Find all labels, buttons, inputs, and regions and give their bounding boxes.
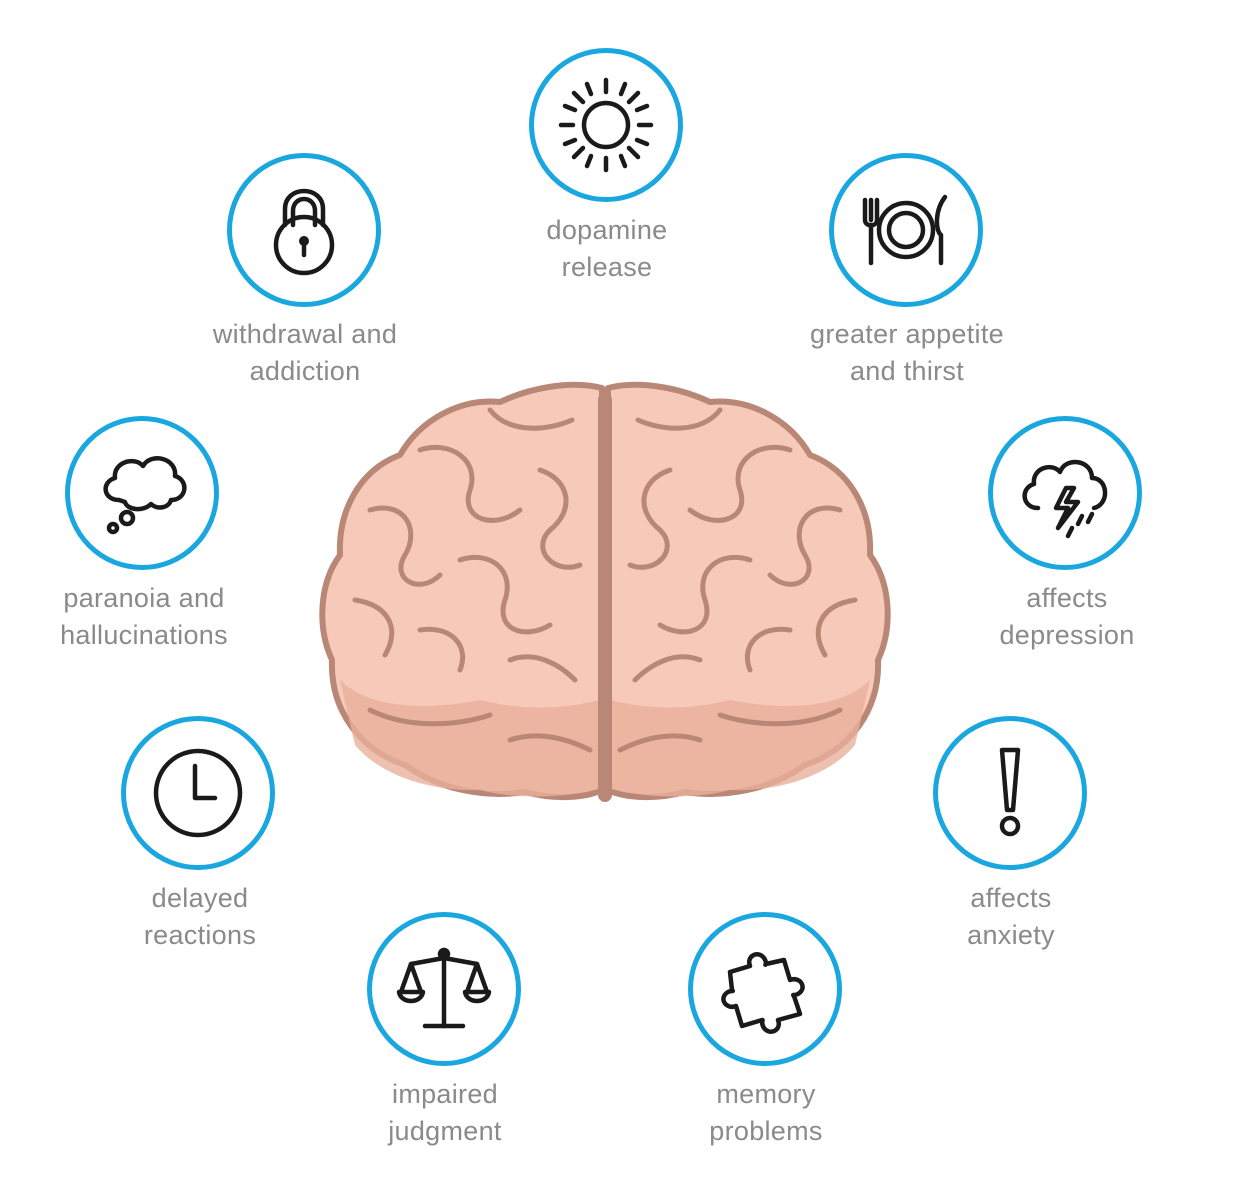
label-line: delayed <box>151 883 249 913</box>
sun-icon <box>558 77 654 173</box>
label-line: and thirst <box>849 356 965 386</box>
label-line: release <box>561 252 653 282</box>
label-line: addiction <box>249 356 361 386</box>
label-line: affects <box>1026 583 1108 613</box>
label-paranoia: paranoia and hallucinations <box>14 580 274 654</box>
label-line: reactions <box>143 920 257 950</box>
dopamine-icon-circle <box>529 48 683 202</box>
scales-icon <box>396 947 492 1029</box>
label-line: greater appetite <box>810 319 1004 349</box>
label-withdrawal: withdrawal and addiction <box>175 316 435 390</box>
exclamation-icon <box>999 747 1021 837</box>
label-memory: memory problems <box>636 1076 896 1150</box>
label-reactions: delayed reactions <box>70 880 330 954</box>
label-line: depression <box>999 620 1135 650</box>
label-line: withdrawal and <box>212 319 398 349</box>
label-line: judgment <box>388 1116 502 1146</box>
label-line: hallucinations <box>60 620 228 650</box>
label-line: dopamine <box>546 215 668 245</box>
label-line: affects <box>970 883 1052 913</box>
storm-cloud-icon <box>1022 459 1108 539</box>
depression-icon-circle <box>988 416 1142 570</box>
label-judgment: impaired judgment <box>315 1076 575 1150</box>
clock-icon <box>153 748 243 838</box>
reactions-icon-circle <box>121 716 275 870</box>
memory-icon-circle <box>688 912 842 1066</box>
judgment-icon-circle <box>367 912 521 1066</box>
label-line: memory <box>716 1079 816 1109</box>
brain-illustration <box>319 381 891 802</box>
anxiety-icon-circle <box>933 716 1087 870</box>
withdrawal-icon-circle <box>227 153 381 307</box>
label-dopamine: dopamine release <box>477 212 737 286</box>
label-line: paranoia and <box>63 583 225 613</box>
label-line: impaired <box>392 1079 498 1109</box>
appetite-icon-circle <box>829 153 983 307</box>
plate-fork-knife-icon <box>862 194 948 266</box>
label-line: problems <box>709 1116 823 1146</box>
thought-bubble-icon <box>103 456 187 535</box>
paranoia-icon-circle <box>65 416 219 570</box>
label-appetite: greater appetite and thirst <box>777 316 1037 390</box>
padlock-icon <box>273 188 335 276</box>
label-anxiety: affects anxiety <box>881 880 1141 954</box>
label-depression: affects depression <box>937 580 1197 654</box>
label-line: anxiety <box>967 920 1055 950</box>
puzzle-piece-icon <box>721 952 805 1034</box>
